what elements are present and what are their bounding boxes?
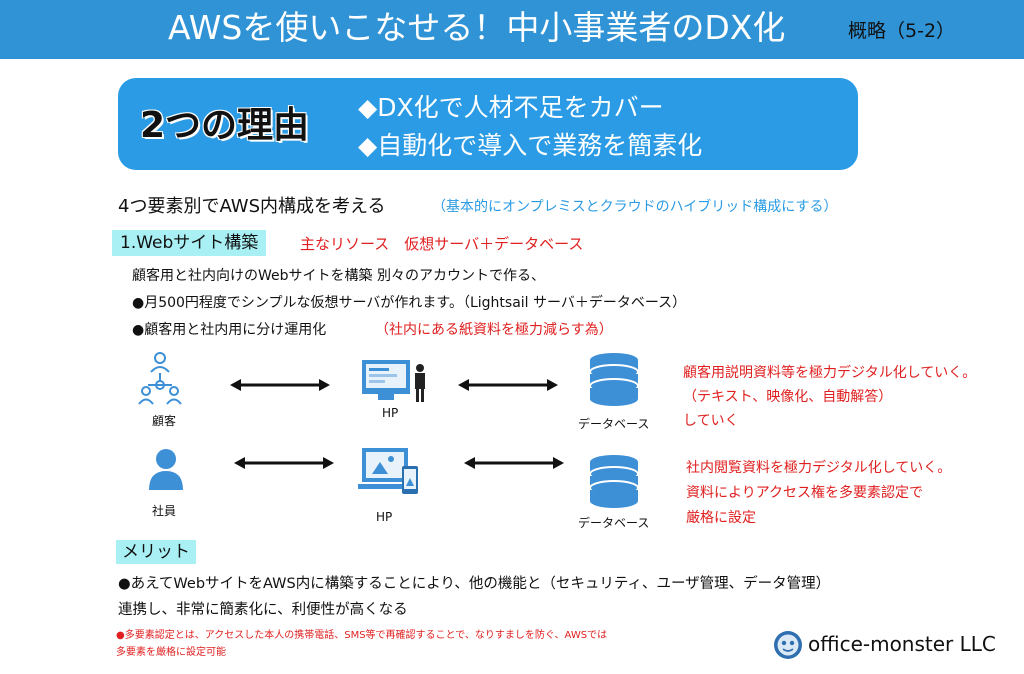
merit-chip: メリット [116, 540, 196, 564]
web-line-3: ●顧客用と社内用に分け運用化 [132, 322, 327, 338]
web-line-3-note: （社内にある紙資料を極力減らす為） [375, 322, 613, 338]
footnote-line-2: 多要素を厳格に設定可能 [116, 647, 226, 658]
database-icon [589, 353, 639, 406]
hp-label-2: HP [376, 510, 393, 524]
banner-point-2: ◆自動化で導入で業務を簡素化 [358, 131, 703, 160]
customer-note-line-3: していく [683, 413, 739, 429]
page-title: AWSを使いこなせる！中小事業者のDX化 [168, 8, 786, 47]
brand-name: office-monster LLC [808, 632, 996, 656]
double-arrow-icon [234, 457, 334, 469]
customer-note-line-1: 顧客用説明資料等を極力デジタル化していく。 [683, 365, 977, 381]
employee-note-line-3: 厳格に設定 [686, 510, 756, 526]
double-arrow-icon [458, 379, 558, 391]
reasons-banner [118, 78, 858, 170]
web-resources: 主なリソース 仮想サーバ＋データベース [300, 235, 584, 253]
customer-note-line-2: （テキスト、映像化、自動解答） [683, 389, 893, 405]
web-line-1: 顧客用と社内向けのWebサイトを構築 別々のアカウントで作る、 [132, 268, 545, 284]
web-section-chip: 1.Webサイト構築 [112, 230, 267, 256]
employee-label: 社員 [152, 504, 177, 518]
double-arrow-icon [464, 457, 564, 469]
section-note: （基本的にオンプレミスとクラウドのハイブリッド構成にする） [432, 199, 838, 215]
double-arrow-icon [230, 379, 330, 391]
customer-label: 顧客 [152, 414, 177, 428]
database-icon [589, 455, 639, 508]
merit-line-2: 連携し、非常に簡素化に、利便性が高くなる [118, 602, 408, 618]
page-subtitle: 概略（5-2） [848, 20, 956, 42]
merit-line-1: ●あえてWebサイトをAWS内に構築することにより、他の機能と（セキュリティ、ユ… [118, 576, 831, 592]
employee-icon [149, 449, 183, 490]
header-bar [0, 0, 1024, 59]
footnote-line-1: ●多要素認定とは、アクセスした本人の携帯電話、SMS等で再確認することで、なりす… [116, 630, 608, 641]
web-line-2: ●月500円程度でシンプルな仮想サーバが作れます。（Lightsail サーバ＋… [132, 295, 687, 311]
employee-note-line-1: 社内閲覧資料を極力デジタル化していく。 [686, 460, 952, 476]
database-label-2: データベース [578, 516, 650, 530]
banner-heading: 2つの理由 [140, 105, 310, 146]
database-label-1: データベース [578, 417, 650, 431]
web-server-icon [362, 360, 425, 402]
customer-network-icon [138, 352, 182, 405]
banner-point-1: ◆DX化で人材不足をカバー [358, 93, 664, 122]
section-heading: 4つ要素別でAWS内構成を考える [118, 196, 386, 217]
hp-label-1: HP [382, 406, 399, 420]
multi-device-icon [358, 448, 418, 494]
employee-note-line-2: 資料によりアクセス権を多要素認定で [686, 485, 924, 501]
monster-logo-icon [774, 631, 802, 659]
